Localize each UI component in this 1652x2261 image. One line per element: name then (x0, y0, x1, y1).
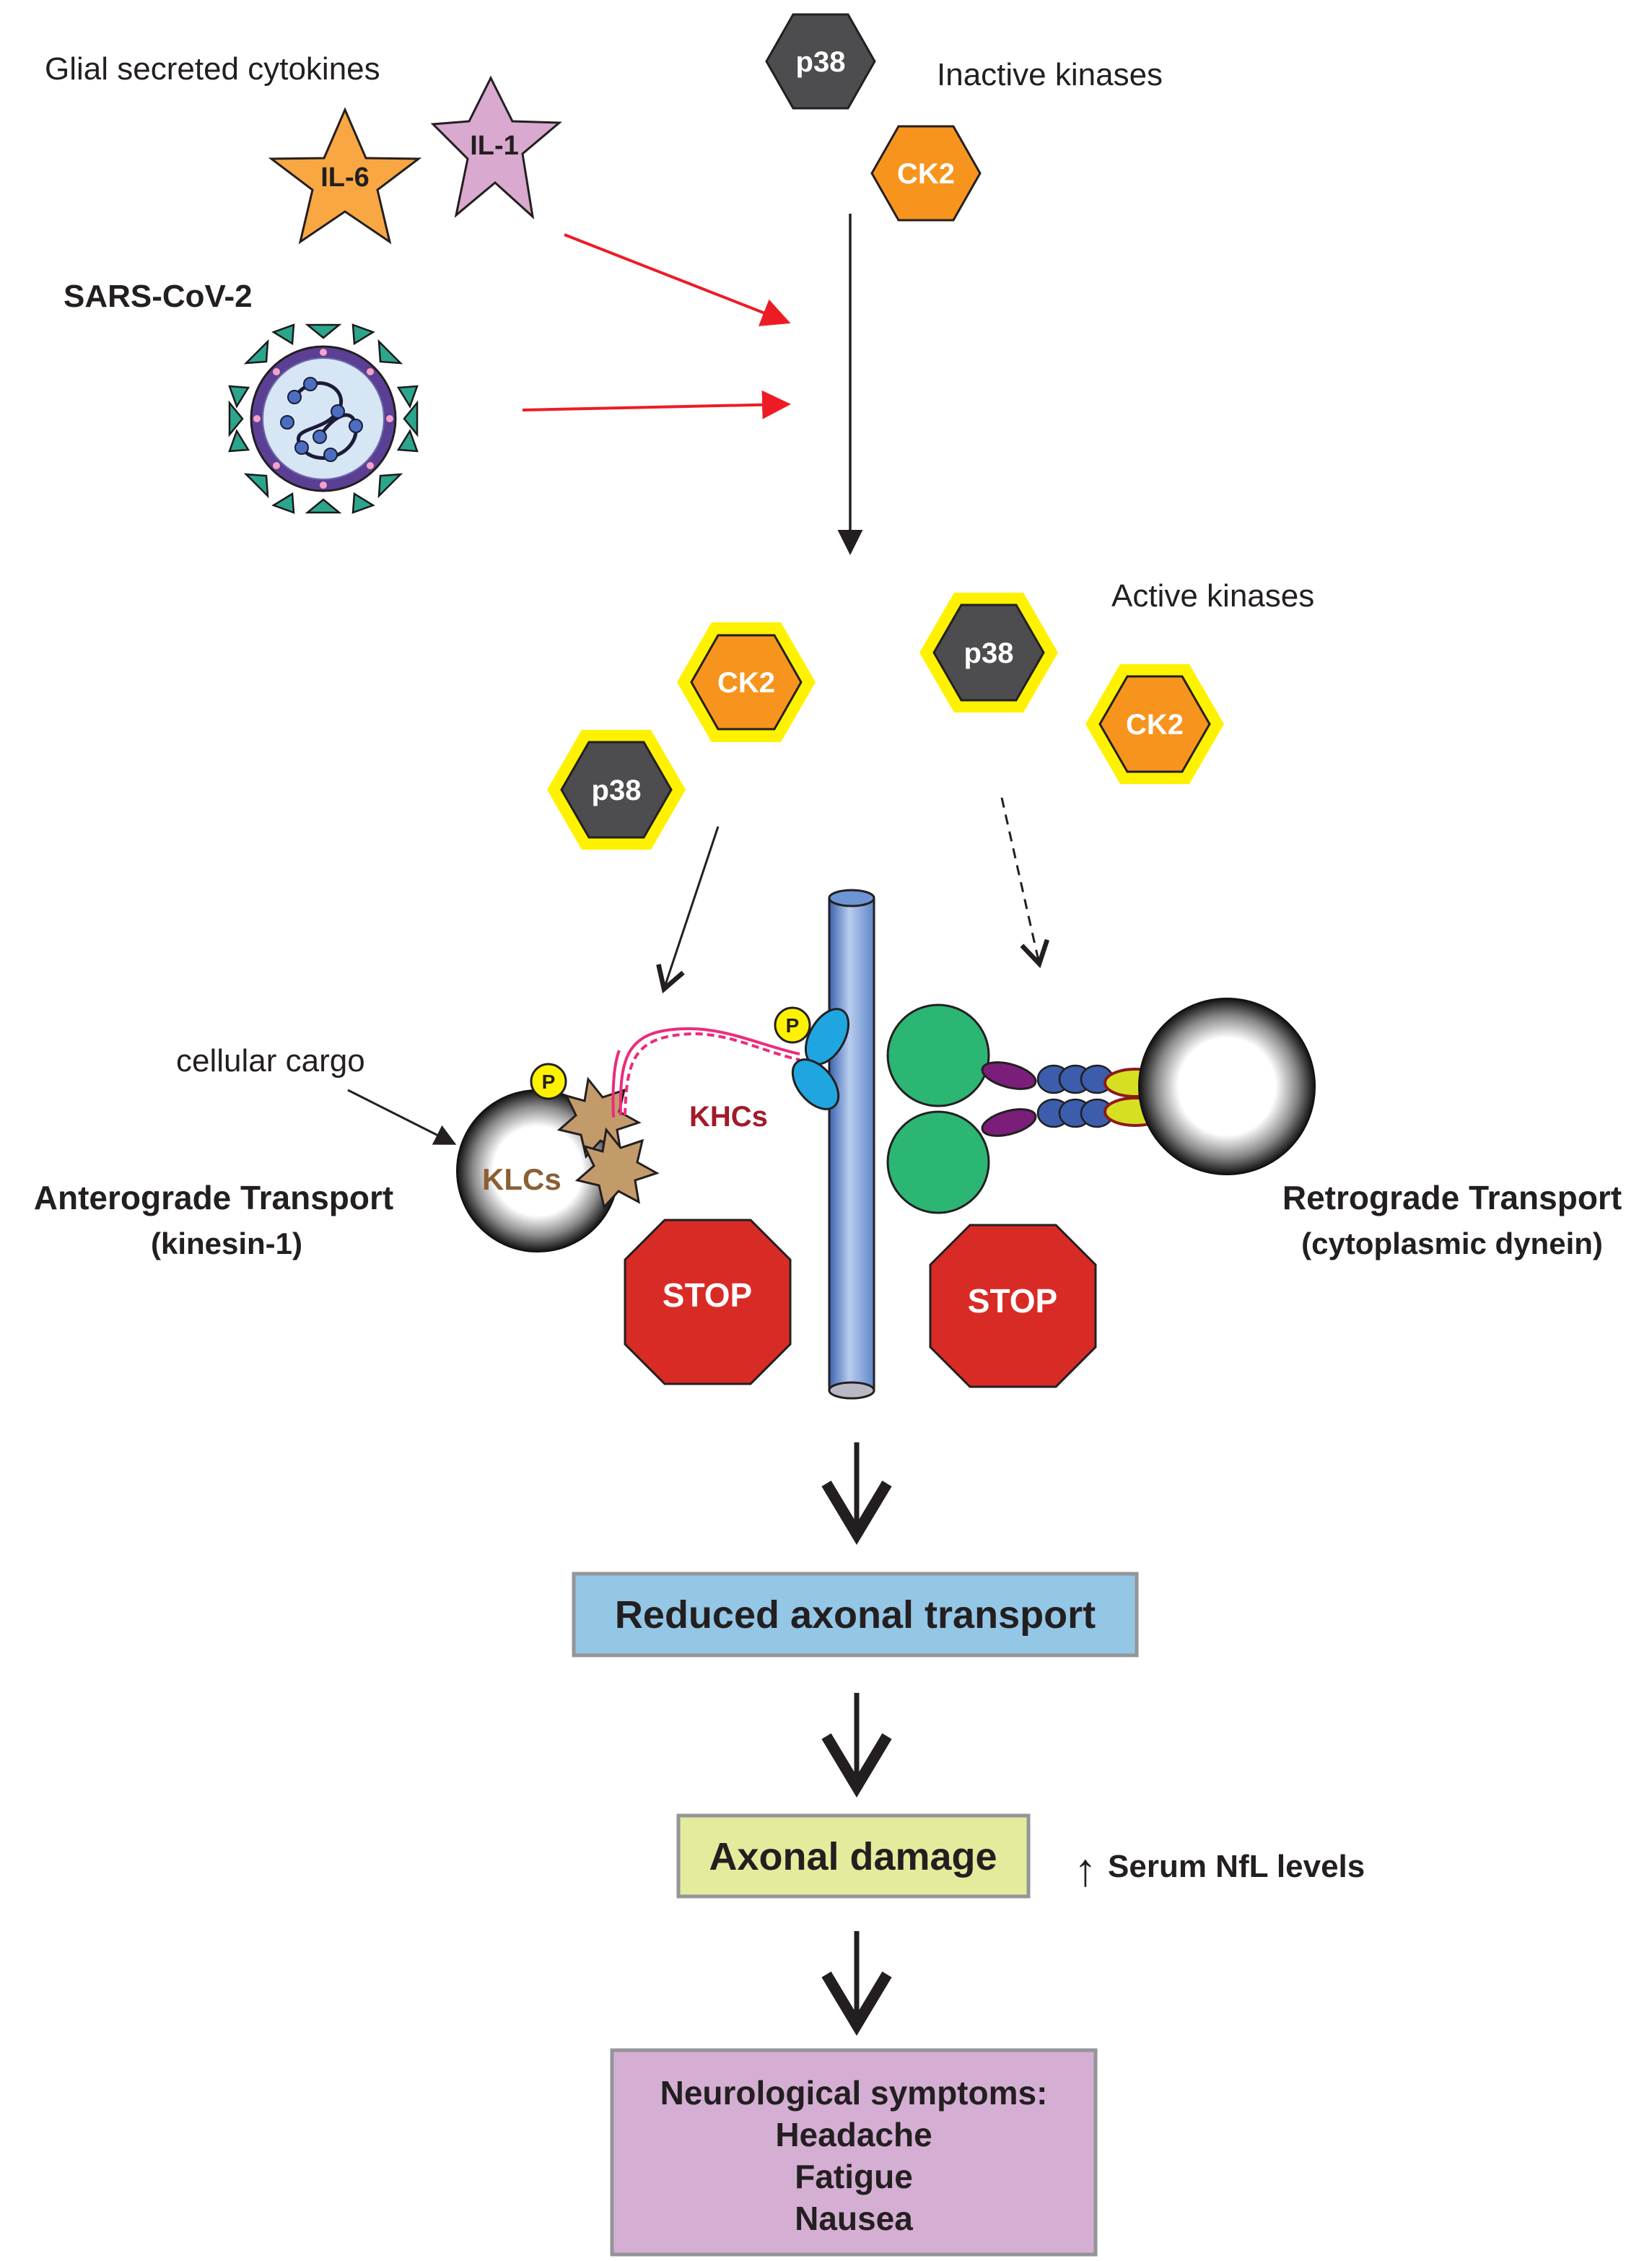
retrograde-sub: (cytoplasmic dynein) (1301, 1227, 1603, 1260)
axonal-damage-box: Axonal damage (676, 1813, 1031, 1899)
phospho-badge-kinesin: P (774, 1006, 811, 1044)
virus-red-arrow (522, 390, 791, 419)
phospho-label-cargo: P (542, 1071, 556, 1093)
inactive-ck2-label: CK2 (897, 158, 955, 190)
khcs-label: KHCs (689, 1101, 768, 1133)
inactive-kinases-label: Inactive kinases (937, 57, 1163, 92)
active-p38-left: p38 (547, 730, 686, 850)
klcs-label: KLCs (482, 1162, 561, 1196)
microtubule (828, 889, 875, 1400)
active-ck2-left-label: CK2 (717, 667, 775, 699)
symptom-headache: Headache (775, 2116, 932, 2153)
il6-star: IL-6 (268, 107, 422, 245)
stop-sign-right: STOP (929, 1224, 1097, 1388)
active-p38-right-label: p38 (964, 637, 1014, 669)
kinesin-heads (791, 1008, 850, 1110)
anterograde-sub: (kinesin-1) (151, 1227, 302, 1260)
cytokines-title: Glial secreted cytokines (45, 51, 380, 87)
reduced-transport-label: Reduced axonal transport (615, 1593, 1096, 1637)
sars-cov-2-virus-icon (228, 323, 419, 514)
active-ck2-right: CK2 (1085, 664, 1224, 784)
nfl-up-arrow-icon: ↑ (1074, 1844, 1097, 1896)
symptoms-box: Neurological symptoms: Headache Fatigue … (610, 2048, 1098, 2257)
right-cargo-vesicle (1138, 998, 1316, 1175)
kinase-to-kinesin-arrow (656, 826, 720, 994)
active-p38-right: p38 (919, 593, 1058, 713)
symptom-nausea: Nausea (795, 2200, 913, 2237)
active-p38-left-label: p38 (592, 775, 642, 806)
axonal-damage-label: Axonal damage (709, 1835, 997, 1878)
phospho-badge-cargo: P (530, 1063, 567, 1100)
serum-nfl-label: Serum NfL levels (1108, 1849, 1365, 1884)
active-ck2-left: CK2 (677, 622, 816, 742)
stop-right-label: STOP (968, 1282, 1057, 1320)
symptoms-title: Neurological symptoms: (660, 2074, 1048, 2112)
inactive-p38-hexagon: p38 (765, 13, 876, 110)
il1-star: IL-1 (430, 75, 562, 219)
phospho-label-kinesin: P (786, 1014, 800, 1037)
inactive-p38-label: p38 (796, 46, 846, 78)
active-kinases-label: Active kinases (1111, 578, 1314, 614)
reduced-transport-box: Reduced axonal transport (572, 1572, 1139, 1657)
il6-label: IL-6 (320, 162, 370, 193)
il1-label: IL-1 (470, 131, 519, 161)
inactive-ck2-hexagon: CK2 (870, 125, 982, 222)
retrograde-title: Retrograde Transport (1282, 1179, 1622, 1216)
dynein-motor (886, 1003, 1167, 1214)
symptom-fatigue: Fatigue (795, 2158, 913, 2195)
cytokine-red-arrow (564, 233, 791, 326)
stop-left-label: STOP (663, 1276, 752, 1314)
kinase-to-dynein-dashed-arrow (1000, 797, 1050, 969)
active-ck2-right-label: CK2 (1126, 709, 1184, 741)
stop-sign-left: STOP (624, 1219, 792, 1385)
klc-stars (556, 1076, 660, 1210)
cargo-pointer-arrow (347, 1089, 457, 1145)
virus-label: SARS-CoV-2 (64, 279, 253, 314)
anterograde-title: Anterograde Transport (34, 1179, 393, 1216)
cargo-label: cellular cargo (176, 1043, 365, 1079)
kinesin-stalk (611, 1027, 800, 1118)
